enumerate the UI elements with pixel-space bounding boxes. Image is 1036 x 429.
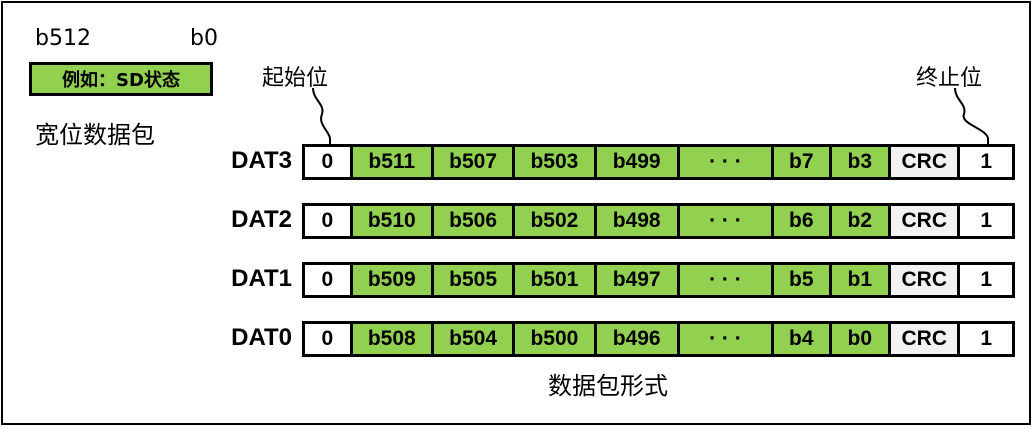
legend-low-bit: b0 — [190, 26, 218, 51]
stop-bit-cell: 1 — [960, 265, 1013, 295]
stop-bit-cell: 1 — [960, 147, 1013, 177]
legend-example-box: 例如：SD状态 — [29, 62, 213, 96]
diagram-caption: 数据包形式 — [548, 372, 668, 400]
legend-caption: 宽位数据包 — [35, 121, 155, 149]
data-bit-cell: b0 — [831, 324, 892, 354]
start-bit-cell: 0 — [305, 206, 353, 236]
data-bit-cell: b510 — [352, 206, 434, 236]
stop-bit-cell: 1 — [960, 206, 1013, 236]
data-bit-cell: b502 — [515, 206, 597, 236]
data-bit-cell: b497 — [596, 265, 680, 295]
data-bit-cell: b507 — [433, 147, 516, 177]
data-bit-cell: b509 — [352, 265, 434, 295]
row-label-dat1: DAT1 — [231, 265, 292, 292]
data-bit-cell: b508 — [352, 324, 434, 354]
start-bit-label: 起始位 — [262, 66, 329, 91]
data-bit-cell: b498 — [596, 206, 680, 236]
data-bit-cell: b506 — [433, 206, 516, 236]
data-bit-cell: b4 — [774, 324, 832, 354]
crc-cell: CRC — [891, 147, 961, 177]
data-bit-cell: b499 — [596, 147, 680, 177]
start-bit-cell: 0 — [305, 324, 353, 354]
data-bit-cell: b3 — [831, 147, 892, 177]
data-bit-cell: b505 — [433, 265, 516, 295]
start-bit-leader — [312, 87, 331, 146]
data-bit-cell: b6 — [774, 206, 832, 236]
data-bit-cell: b511 — [352, 147, 434, 177]
data-bit-cell: b2 — [831, 206, 892, 236]
start-bit-cell: 0 — [305, 147, 353, 177]
data-bit-cell: b503 — [515, 147, 597, 177]
ellipsis-cell: · · · — [679, 206, 775, 236]
data-bit-cell: b5 — [774, 265, 832, 295]
crc-cell: CRC — [891, 265, 961, 295]
stop-bit-label: 终止位 — [916, 66, 983, 91]
row-label-dat0: DAT0 — [231, 324, 292, 351]
data-bit-cell: b1 — [831, 265, 892, 295]
crc-cell: CRC — [891, 324, 961, 354]
row-label-dat2: DAT2 — [231, 206, 292, 233]
ellipsis-cell: · · · — [679, 265, 775, 295]
ellipsis-cell: · · · — [679, 324, 775, 354]
stop-bit-cell: 1 — [960, 324, 1013, 354]
legend-high-bit: b512 — [35, 26, 91, 51]
stop-bit-leader — [954, 87, 989, 146]
crc-cell: CRC — [891, 206, 961, 236]
data-bit-cell: b500 — [515, 324, 597, 354]
data-bit-cell: b501 — [515, 265, 597, 295]
data-bit-cell: b496 — [596, 324, 680, 354]
start-bit-cell: 0 — [305, 265, 353, 295]
ellipsis-cell: · · · — [679, 147, 775, 177]
row-label-dat3: DAT3 — [231, 147, 292, 174]
data-bit-cell: b7 — [774, 147, 832, 177]
data-bit-cell: b504 — [433, 324, 516, 354]
